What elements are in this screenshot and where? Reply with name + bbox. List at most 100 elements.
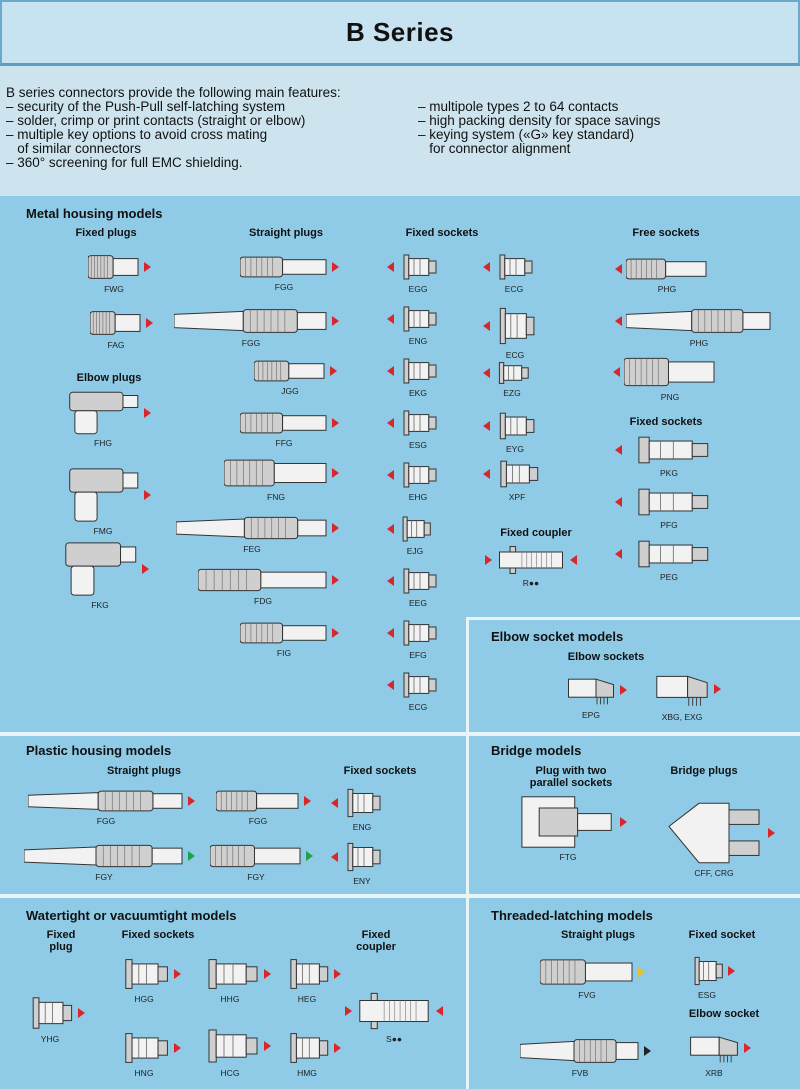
connector-esg-image xyxy=(398,408,438,438)
connector-fwg-image xyxy=(87,252,140,282)
connector-fag-image xyxy=(89,308,142,338)
feature-line: – security of the Push-Pull self-latchin… xyxy=(6,99,286,114)
connector-egg-image xyxy=(398,252,438,282)
connector-epg-image xyxy=(566,672,616,708)
connector-drawing xyxy=(125,959,168,989)
connector-code-label: HCG xyxy=(220,1068,240,1078)
connector-code-label: XPF xyxy=(508,492,526,502)
connector-code-label: R●● xyxy=(522,578,540,588)
connector-drawing xyxy=(223,459,327,487)
connector-ecg-image xyxy=(494,252,534,282)
feature-line: – keying system («G» key standard) xyxy=(418,127,635,142)
connector-drawing xyxy=(403,568,437,594)
mating-arrow-icon xyxy=(644,1046,651,1056)
mating-arrow-icon xyxy=(144,262,151,272)
connector-hmg-image xyxy=(284,1030,330,1066)
connector-eeg-image xyxy=(398,566,438,596)
connector-phg-image xyxy=(625,256,708,282)
feature-line: – multiple key options to avoid cross ma… xyxy=(6,127,268,142)
connector-code-label: FFG xyxy=(275,438,293,448)
mating-arrow-icon xyxy=(334,1043,341,1053)
connector-xrb-image xyxy=(688,1030,740,1066)
connector-code-label: FVB xyxy=(571,1068,589,1078)
subtitle-th-straight-plugs: Straight plugs xyxy=(561,929,635,941)
mating-arrow-icon xyxy=(744,1043,751,1053)
connector-code-label: FGG xyxy=(241,338,261,348)
connector-drawing xyxy=(87,255,139,279)
connector-drawing xyxy=(499,412,535,440)
connector-drawing xyxy=(403,462,437,488)
mating-arrow-icon xyxy=(144,408,151,418)
connector-heg-image xyxy=(284,956,330,992)
mating-arrow-icon xyxy=(142,564,149,574)
connector-drawing xyxy=(623,357,715,387)
feature-line: of similar connectors xyxy=(6,141,142,156)
mating-arrow-icon xyxy=(714,684,721,694)
connector-code-label: EKG xyxy=(409,388,427,398)
connector-fgy-image xyxy=(209,842,302,870)
connector-code-label: ESG xyxy=(698,990,716,1000)
connector-drawing xyxy=(402,516,431,542)
mating-arrow-icon xyxy=(483,262,490,272)
connector-code-label: HNG xyxy=(134,1068,154,1078)
mating-arrow-icon xyxy=(570,555,577,565)
connector-drawing xyxy=(625,258,707,280)
connector-ecg-image xyxy=(494,304,536,348)
connector-eny-image xyxy=(342,840,382,874)
mating-arrow-icon xyxy=(615,264,622,274)
connector-code-label: XBG, EXG xyxy=(661,712,703,722)
connector-fgg-image xyxy=(215,788,300,814)
connector-r-image xyxy=(496,544,566,576)
connector-drawing xyxy=(175,516,327,540)
connector-drawing xyxy=(359,992,429,1030)
connector-drawing xyxy=(27,790,183,812)
feature-line: – high packing density for space savings xyxy=(418,113,661,128)
connector-code-label: FGY xyxy=(247,872,265,882)
connector-code-label: ECG xyxy=(504,284,524,294)
subtitle-plastic-fixed-sockets: Fixed sockets xyxy=(343,765,417,777)
connector-drawing xyxy=(521,796,612,848)
connector-ekg-image xyxy=(398,356,438,386)
divider xyxy=(466,617,469,734)
connector-drawing xyxy=(403,306,437,332)
subtitle-wt-fixed-sockets: Fixed sockets xyxy=(121,929,195,941)
section-title-metal: Metal housing models xyxy=(26,206,163,221)
mating-arrow-icon xyxy=(638,967,645,977)
connector-code-label: EYG xyxy=(506,444,524,454)
mating-arrow-icon xyxy=(332,418,339,428)
connector-drawing xyxy=(403,410,437,436)
mating-arrow-icon xyxy=(483,421,490,431)
subtitle-plastic-straight-plugs: Straight plugs xyxy=(107,765,181,777)
connector-code-label: FTG xyxy=(559,852,577,862)
subtitle-th-elbow-socket: Elbow socket xyxy=(688,1008,760,1020)
connector-code-label: HMG xyxy=(297,1068,317,1078)
metal-housing-panel xyxy=(0,196,800,1089)
connector-drawing xyxy=(403,358,437,384)
connector-drawing xyxy=(32,997,73,1029)
intro-text: B series connectors provide the followin… xyxy=(6,86,796,170)
connector-drawing xyxy=(209,844,301,868)
intro-heading: B series connectors provide the followin… xyxy=(6,85,341,100)
connector-xbg-exg-image xyxy=(654,668,710,710)
connector-drawing xyxy=(499,254,533,280)
connector-ehg-image xyxy=(398,460,438,490)
connector-drawing xyxy=(215,790,299,812)
connector-code-label: HHG xyxy=(220,994,240,1004)
connector-fvg-image xyxy=(539,956,634,988)
connector-code-label: EHG xyxy=(408,492,428,502)
mating-arrow-icon xyxy=(188,851,195,861)
mating-arrow-icon xyxy=(78,1008,85,1018)
connector-fgg-image xyxy=(173,306,328,336)
divider xyxy=(466,617,800,620)
mating-arrow-icon xyxy=(174,969,181,979)
connector-code-label: FGG xyxy=(96,816,116,826)
connector-drawing xyxy=(347,842,381,872)
connector-fhg-image xyxy=(66,390,140,436)
connector-hgg-image xyxy=(118,956,170,992)
connector-drawing xyxy=(208,1029,258,1063)
connector-drawing xyxy=(197,568,327,592)
connector-code-label: ESG xyxy=(409,440,427,450)
connector-esg-image xyxy=(690,954,724,988)
connector-code-label: YHG xyxy=(40,1034,60,1044)
connector-code-label: FEG xyxy=(243,544,261,554)
